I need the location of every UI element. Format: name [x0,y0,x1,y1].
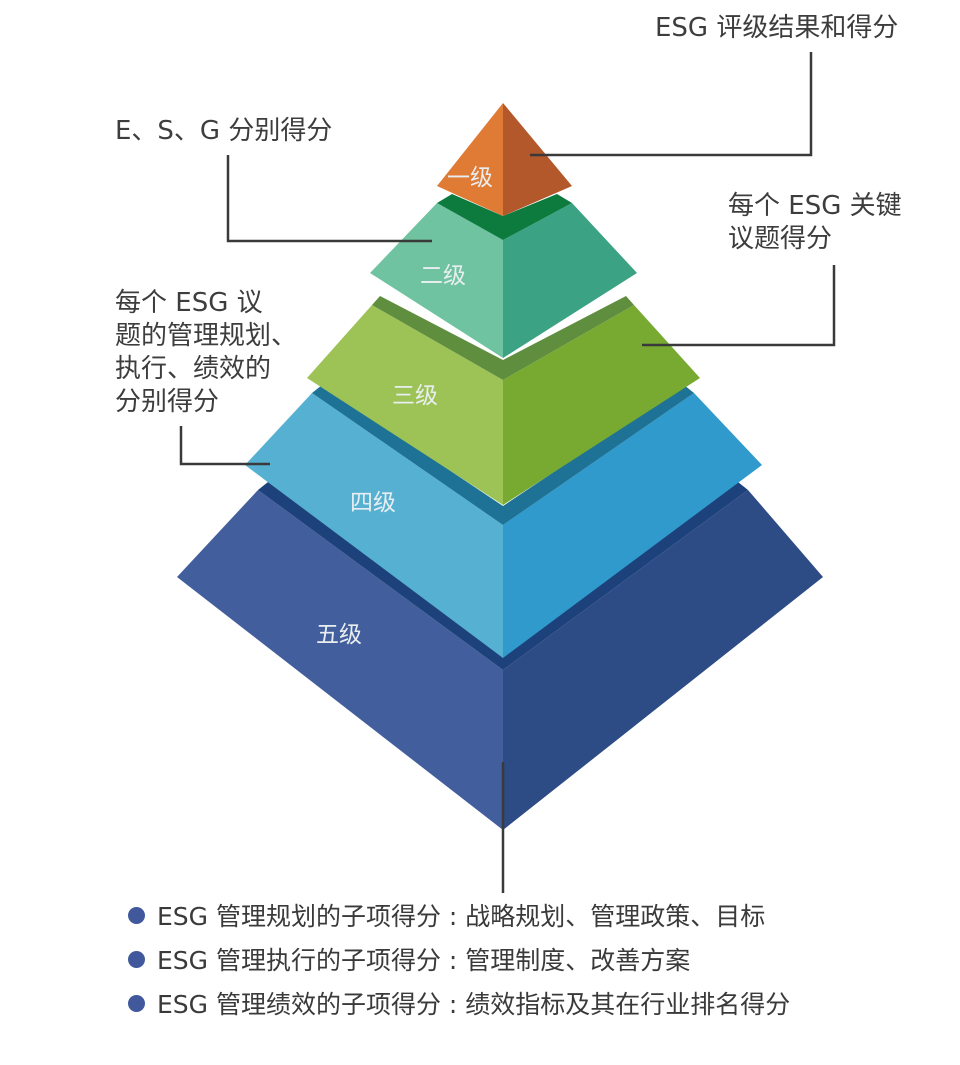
annotation-management-line-3: 执行、绩效的 [115,354,272,384]
bullet-dot-icon [128,950,145,968]
tier-5-right-face [503,490,823,830]
connector-left [179,426,270,466]
tier-5: 五级 [177,482,823,830]
legend-list: ESG 管理规划的子项得分 : 战略规划、管理政策、目标 ESG 管理执行的子项… [128,893,790,1025]
legend-item: ESG 管理规划的子项得分 : 战略规划、管理政策、目标 [128,893,790,937]
legend-item: ESG 管理执行的子项得分 : 管理制度、改善方案 [128,937,790,981]
tier-2-label: 二级 [420,263,466,289]
bullet-dot-icon [128,906,145,924]
annotation-management-line-4: 分别得分 [115,387,220,417]
annotation-esg-separate-scores: E、S、G 分别得分 [115,116,333,146]
tier-1: 一级 [437,103,572,216]
tier-4-label: 四级 [350,490,396,516]
annotation-management-scores: 每个 ESG 议 题的管理规划、 执行、绩效的 分别得分 [115,287,297,419]
tier-1-collar [437,194,572,240]
tier-3: 三级 [307,296,700,505]
annotation-management-line-1: 每个 ESG 议 [115,288,263,318]
tier-5-left-face [177,490,503,830]
annotation-key-issue-score: 每个 ESG 关键 议题得分 [728,190,902,256]
legend-item-text: ESG 管理绩效的子项得分 : 绩效指标及其在行业排名得分 [157,990,791,1019]
tier-5-label: 五级 [316,622,362,648]
tier-4-right-face [503,393,762,658]
tier-2-right-face [503,203,637,358]
tier-4: 四级 [245,385,762,658]
tier-2-collar [372,296,634,380]
connector-lines [179,52,836,893]
annotation-key-issue-line-2: 议题得分 [728,224,833,254]
annotation-management-line-2: 题的管理规划、 [115,321,298,351]
connector-upper-left [226,155,432,243]
bullet-dot-icon [128,994,145,1012]
legend-item-text: ESG 管理规划的子项得分 : 战略规划、管理政策、目标 [157,902,766,931]
tier-3-label: 三级 [392,383,438,409]
legend-item-text: ESG 管理执行的子项得分 : 管理制度、改善方案 [157,946,691,975]
connector-top-right [530,52,813,157]
tier-3-right-face [503,305,700,505]
tier-4-left-face [245,393,503,658]
annotation-rating-result: ESG 评级结果和得分 [655,13,899,43]
tier-1-label: 一级 [447,165,493,191]
annotation-key-issue-line-1: 每个 ESG 关键 [728,191,902,221]
connector-right [642,265,836,347]
tier-1-left-face [437,103,503,216]
tier-1-right-face [503,103,572,216]
tier-3-left-face [307,305,503,505]
legend-item: ESG 管理绩效的子项得分 : 绩效指标及其在行业排名得分 [128,981,790,1025]
